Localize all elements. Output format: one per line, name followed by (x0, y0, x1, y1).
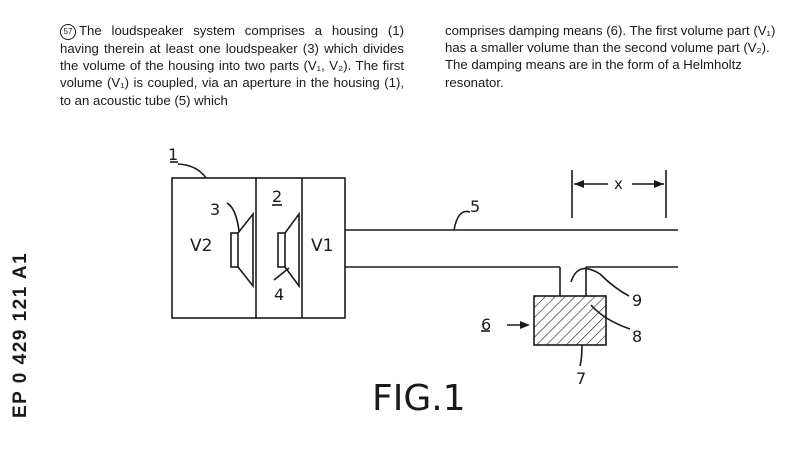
dimension-arrow-right (654, 180, 664, 188)
label-7: 7 (576, 369, 586, 388)
dimension-arrow-left (574, 180, 584, 188)
leader-7 (579, 344, 583, 367)
label-v2: V2 (190, 236, 212, 256)
label-4: 4 (274, 285, 284, 304)
abstract-right-column: comprises damping means (6). The first v… (445, 22, 789, 91)
figure-caption: FIG.1 (372, 378, 466, 419)
label-1: 1 (168, 145, 178, 164)
arrow-6 (520, 321, 530, 329)
label-5: 5 (470, 197, 480, 216)
label-6: 6 (481, 315, 491, 334)
label-8: 8 (632, 327, 642, 346)
speaker-4-icon (277, 211, 300, 289)
label-x: x (614, 175, 623, 193)
leader-3 (226, 202, 240, 232)
housing-outline (171, 177, 346, 319)
abstract-right-text: comprises damping means (6). The first v… (445, 23, 776, 90)
leader-9 (570, 267, 630, 297)
label-3: 3 (210, 200, 220, 219)
label-2: 2 (272, 187, 282, 206)
label-9: 9 (632, 291, 642, 310)
leader-1 (177, 163, 207, 179)
speaker-3-icon (230, 211, 254, 289)
leader-4 (273, 267, 290, 281)
damping-block (533, 295, 607, 346)
abstract-left-text: The loudspeaker system comprises a housi… (60, 23, 404, 108)
leader-5 (453, 210, 471, 231)
label-v1: V1 (311, 236, 333, 256)
